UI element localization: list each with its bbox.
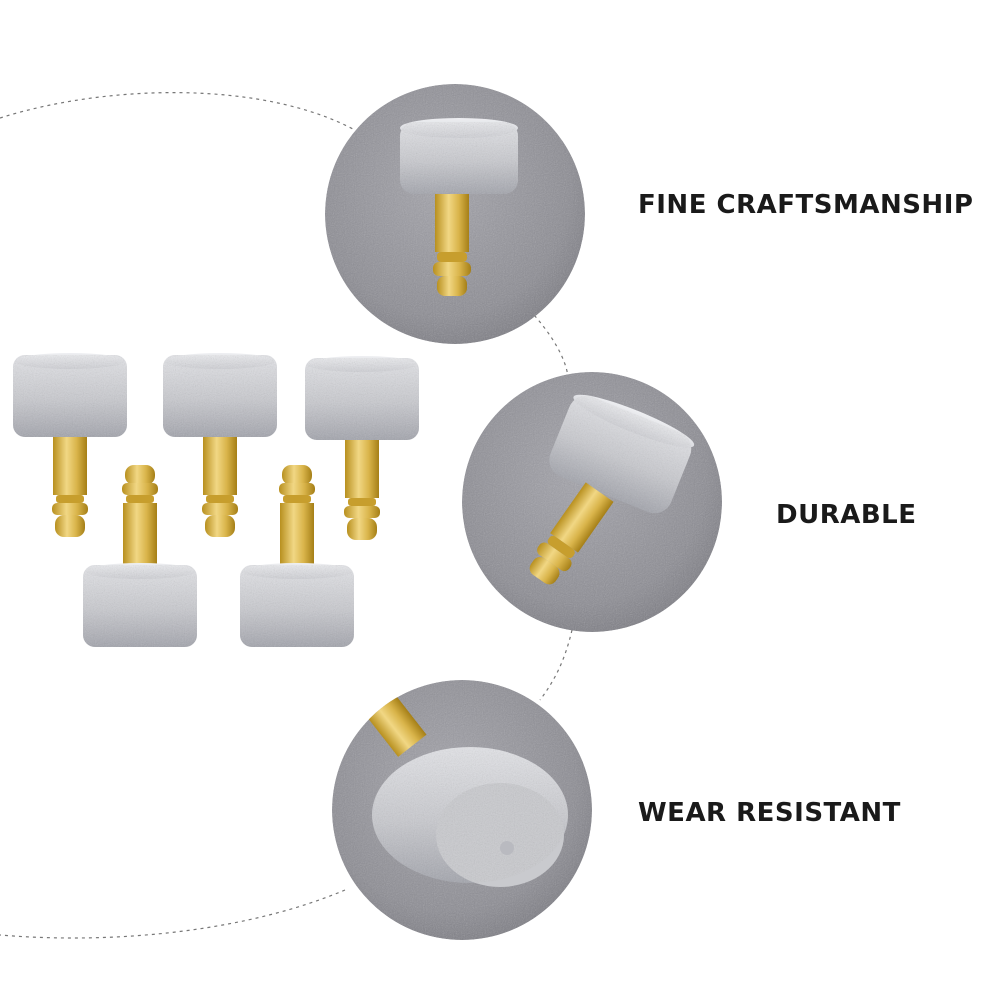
diamond-grinding-bit-icon [83,465,197,647]
dotted-arc [0,889,346,939]
diamond-grinding-bit-icon [13,353,127,537]
feature-label-wear-resistant: WEAR RESISTANT [638,798,901,828]
diamond-grinding-bit-icon [305,356,419,540]
feature-label-durable: DURABLE [776,500,917,530]
diamond-grinding-bit-icon [163,353,277,537]
dotted-arc [0,92,386,151]
felt-circle-closeup [462,372,722,632]
diamond-grinding-bit-icon [240,465,354,647]
feature-label-fine-craftsmanship: FINE CRAFTSMANSHIP [638,190,974,220]
felt-circle-closeup [332,680,592,940]
felt-circle-closeup [325,84,585,344]
dotted-arc [539,629,573,701]
